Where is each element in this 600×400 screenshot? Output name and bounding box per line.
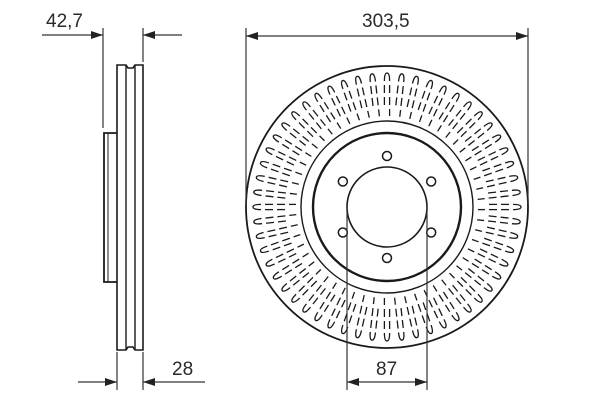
label-total-height: 42,7 [46,11,83,32]
disc-outer-edge [245,65,529,349]
side-hub-outline [103,132,117,283]
friction-inner-edge [300,120,474,294]
side-view [103,64,144,351]
label-disc-thickness: 28 [172,359,194,380]
label-center-bore: 87 [376,359,398,380]
bolt-hole [425,176,437,187]
side-disc-outline [116,64,144,351]
bolt-hole [337,176,349,187]
vent-pattern [252,72,522,342]
bolt-hole [425,227,437,238]
center-bore [346,166,428,248]
dimension-outer-diameter [245,28,529,205]
bolt-hole [381,150,393,162]
label-outer-diameter: 303,5 [362,11,410,32]
bolt-holes [337,150,437,264]
bolt-hole [337,227,349,238]
dimension-total-height [42,28,182,128]
dimension-center-bore [346,207,428,390]
hub-ring [311,131,463,283]
front-view [245,65,529,349]
dimension-disc-thickness [78,352,205,390]
bolt-hole [381,252,393,264]
